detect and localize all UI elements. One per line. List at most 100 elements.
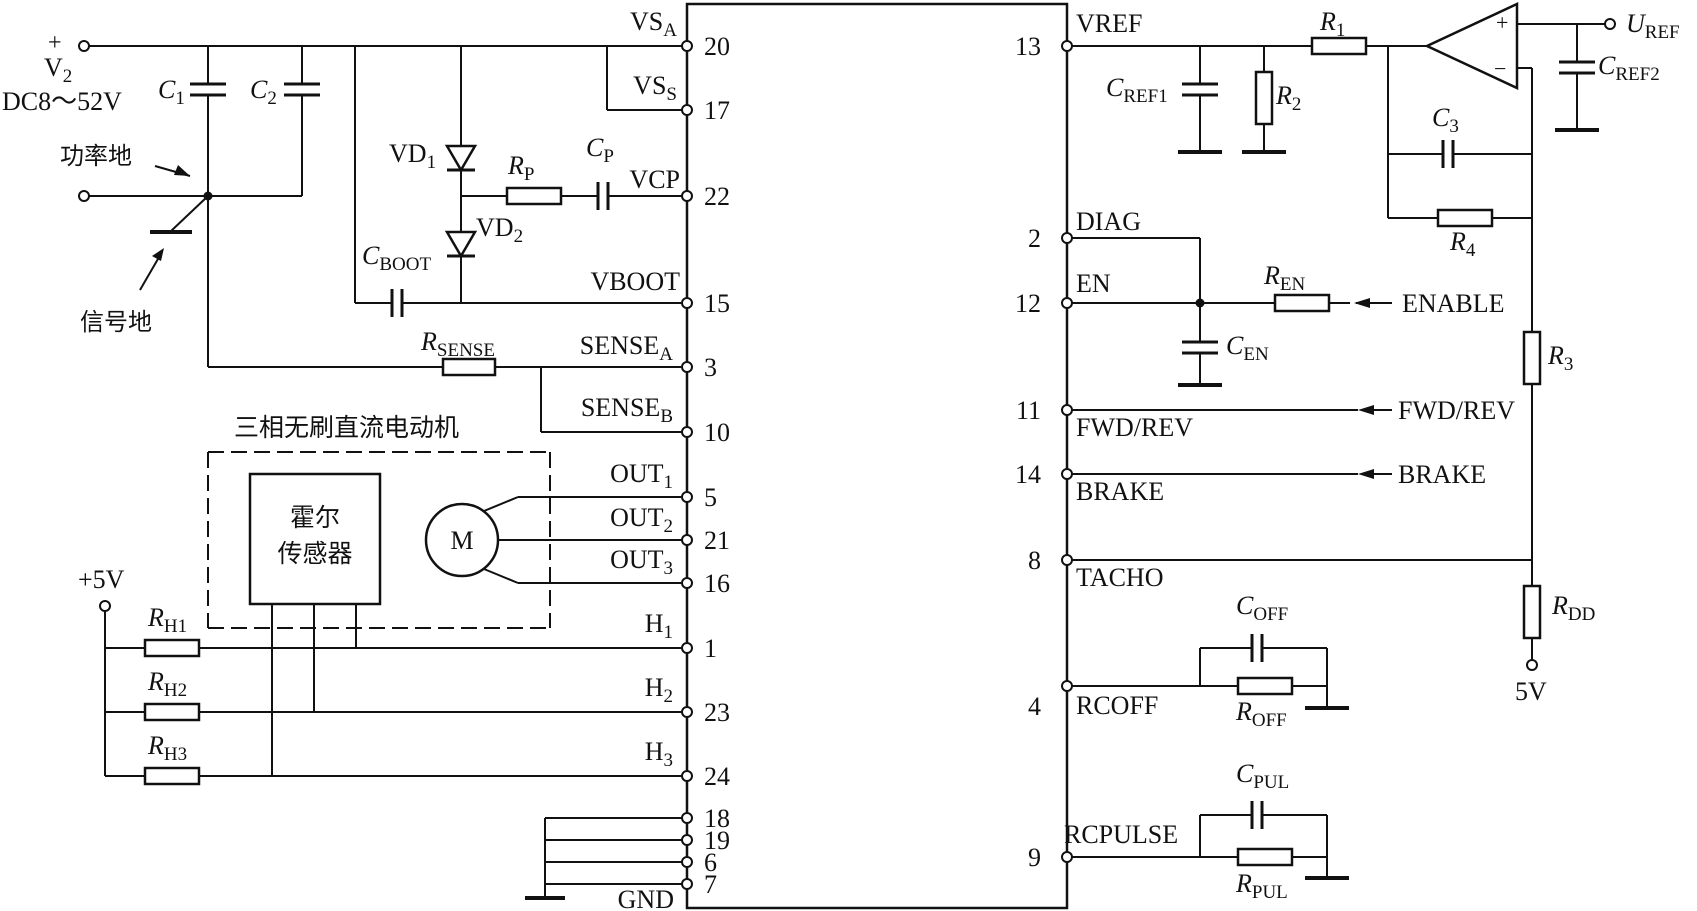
coff-label: COFF: [1236, 591, 1288, 625]
pin-4: [1061, 680, 1073, 692]
c2-label: C2: [250, 75, 277, 109]
pin-num-4: 4: [1028, 692, 1041, 721]
pin-name-out3: OUT3: [610, 545, 673, 579]
pin-12: [1061, 297, 1073, 309]
left-pins: [681, 40, 693, 890]
r1-label: R1: [1319, 7, 1345, 41]
pin-num-10: 10: [704, 418, 730, 447]
vd1-label: VD1: [389, 139, 436, 173]
rh1-label: RH1: [147, 603, 187, 637]
pin-1: [681, 642, 693, 654]
rh3-label: RH3: [147, 731, 187, 765]
ic-body: [685, 2, 1069, 910]
pin-num-17: 17: [704, 96, 730, 125]
pin-num-21: 21: [704, 526, 730, 555]
pin-name-out1: OUT1: [610, 459, 673, 493]
right-pins: [1061, 40, 1073, 863]
pin-9: [1061, 851, 1073, 863]
c3-label: C3: [1432, 103, 1459, 137]
rsense-label: RSENSE: [420, 327, 495, 361]
motor-section: [99, 451, 687, 786]
pin-16: [681, 577, 693, 589]
pin-num-5: 5: [704, 483, 717, 512]
rp-label: RP: [507, 151, 534, 185]
pin-num-18: 18: [704, 804, 730, 833]
r2-label: R2: [1275, 81, 1301, 115]
plus5v-label: +5V: [78, 565, 125, 594]
motor-title: 三相无刷直流电动机: [234, 413, 459, 442]
r4-label: R4: [1449, 227, 1476, 261]
ren-label: REN: [1263, 261, 1305, 295]
rc-section: [1067, 634, 1349, 880]
pin-num-20: 20: [704, 32, 730, 61]
pin-num-2: 2: [1028, 224, 1041, 253]
pin-18: [681, 812, 693, 824]
pin-23: [681, 706, 693, 718]
pin-6: [681, 856, 693, 868]
supply-v-label: V2: [44, 53, 72, 87]
pin-num-8: 8: [1028, 546, 1041, 575]
pin-13: [1061, 40, 1073, 52]
pin-name-tacho: TACHO: [1076, 563, 1163, 592]
uref-label: UREF: [1626, 9, 1680, 43]
pin-name-h1: H1: [645, 609, 673, 643]
pin-8: [1061, 554, 1073, 566]
pin-name-en: EN: [1076, 269, 1111, 298]
pin-name-senseb: SENSEB: [581, 393, 673, 427]
pin-name-h3: H3: [645, 737, 673, 771]
pin-num-22: 22: [704, 182, 730, 211]
pin-num-19: 19: [704, 826, 730, 855]
supply-plus: +: [48, 30, 62, 56]
hall-label-line2: 传感器: [277, 539, 352, 568]
pin-name-sensea: SENSEA: [580, 331, 673, 365]
pin-num-13: 13: [1015, 32, 1041, 61]
pin-11: [1061, 404, 1073, 416]
pin-name-gnd: GND: [618, 885, 674, 911]
pin-21: [681, 534, 693, 546]
pin-5: [681, 491, 693, 503]
pin-num-15: 15: [704, 289, 730, 318]
cref2-label: CREF2: [1598, 51, 1660, 85]
pin-num-16: 16: [704, 569, 730, 598]
pin-num-24: 24: [704, 762, 730, 791]
r3-label: R3: [1547, 341, 1573, 375]
cboot-label: CBOOT: [362, 241, 431, 275]
motor-symbol: M: [450, 526, 473, 555]
opamp: [1424, 2, 1519, 90]
pin-name-h2: H2: [645, 673, 673, 707]
pin-num-23: 23: [704, 698, 730, 727]
pin-name-diag: DIAG: [1076, 207, 1141, 236]
pin-10: [681, 426, 693, 438]
pin-name-rcoff: RCOFF: [1076, 691, 1158, 720]
supply-section: [78, 40, 687, 900]
rdd-label: RDD: [1551, 591, 1595, 625]
pin-3: [681, 361, 693, 373]
enable-section: [1067, 237, 1392, 479]
pin-name-vsa: VSA: [630, 7, 677, 41]
pin-num-9: 9: [1028, 843, 1041, 872]
pin-20: [681, 40, 693, 52]
power-ground-label: 功率地: [60, 142, 132, 170]
vd2-label: VD2: [476, 213, 523, 247]
pin-name-out2: OUT2: [610, 503, 673, 537]
vdd-5v-label: 5V: [1515, 677, 1547, 706]
pin-name-vss: VSS: [633, 71, 677, 105]
fwdrev-signal-label: FWD/REV: [1398, 396, 1515, 425]
cp-label: CP: [586, 133, 614, 167]
pin-num-11: 11: [1016, 396, 1041, 425]
signal-ground-label: 信号地: [80, 308, 152, 336]
enable-signal-label: ENABLE: [1402, 289, 1505, 318]
pin-name-vcp: VCP: [629, 165, 680, 194]
pin-name-brake: BRAKE: [1076, 477, 1164, 506]
pin-24: [681, 770, 693, 782]
vref-section: [1067, 2, 1616, 671]
pin-19: [681, 834, 693, 846]
opamp-minus: −: [1494, 56, 1506, 81]
pin-name-vref: VREF: [1076, 9, 1142, 38]
roff-label: ROFF: [1235, 697, 1287, 731]
pin-22: [681, 190, 693, 202]
pin-num-7: 7: [704, 870, 717, 899]
rh2-label: RH2: [147, 667, 187, 701]
pin-name-fwdrev: FWD/REV: [1076, 413, 1193, 442]
